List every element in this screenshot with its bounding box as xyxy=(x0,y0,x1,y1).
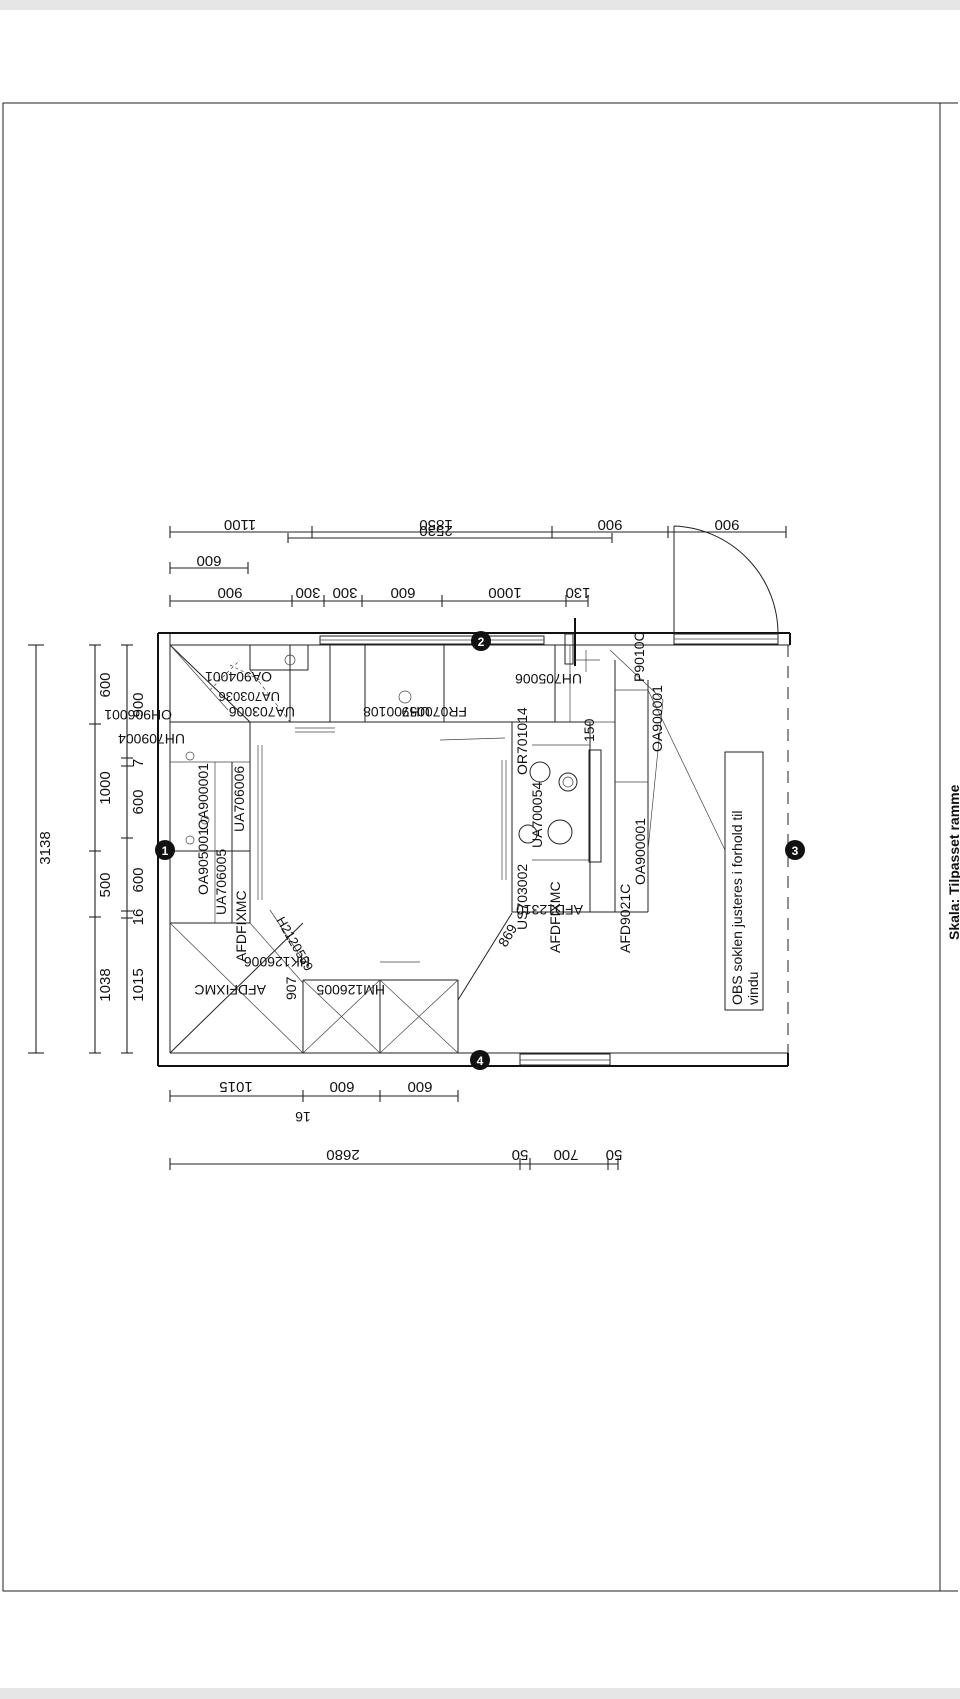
dim-top3-600: 600 xyxy=(390,584,415,601)
left-dimension-row-2: 900 7 600 600 16 1015 xyxy=(121,644,147,1054)
code-uh700108: UH700108 xyxy=(363,704,430,720)
svg-text:3: 3 xyxy=(792,844,799,858)
left-dimension-row-1: 600 1000 500 1038 xyxy=(89,644,114,1054)
code-afd9021c: AFD9021C xyxy=(617,884,633,953)
dim-top-2530: 2530 xyxy=(419,522,452,539)
dim-top-600: 600 xyxy=(196,552,221,569)
bottom-dimension-row-2: 2680 50 700 50 xyxy=(169,1146,623,1170)
code-afdfixmc-b: AFDFIXMC xyxy=(194,982,266,998)
top-dimension-row-3: 900 300 300 600 1000 130 xyxy=(169,584,591,607)
dim-bottom-600-b: 600 xyxy=(407,1078,432,1095)
code-ua706005: UA706005 xyxy=(213,849,229,915)
dim-left-1038: 1038 xyxy=(97,968,114,1001)
dim-left-600: 600 xyxy=(97,672,114,697)
svg-text:1: 1 xyxy=(162,844,169,858)
cabinets-island xyxy=(257,649,726,963)
code-afdfixmc-c: AFDFIXMC xyxy=(547,881,563,953)
dim-left-3138: 3138 xyxy=(37,831,54,864)
note-box: OBS soklen justeres i forhold til vindu xyxy=(724,751,764,1011)
cabinets-bottom-run xyxy=(302,912,513,1054)
dim-top3-1000: 1000 xyxy=(488,584,521,601)
dim-bottom-2680: 2680 xyxy=(326,1146,359,1163)
dim-bottom-50-b: 50 xyxy=(606,1146,623,1163)
dim-top3-300-a: 300 xyxy=(295,584,320,601)
label-150: 150 xyxy=(581,718,597,742)
code-hk126006: HK126006 xyxy=(244,954,310,970)
scale-label: Skala: Tilpasset ramme xyxy=(946,784,960,940)
page-frame xyxy=(2,102,941,1592)
bottom-dimension-row-1: 1015 600 600 16 xyxy=(169,1078,459,1125)
code-ua700054: UA700054 xyxy=(529,782,545,848)
dim-top-1850: 1850 xyxy=(419,516,452,533)
marker-4: 4 xyxy=(470,1050,490,1070)
dim-top3-300-b: 300 xyxy=(332,584,357,601)
code-ua703006: UA703006 xyxy=(229,704,295,720)
top-dimension-row-1: 1100 1850 2530 900 900 xyxy=(169,516,787,543)
left-dimension-total: 3138 xyxy=(28,644,54,1054)
code-uh705006: UH705006 xyxy=(515,671,582,687)
dim-left2-7: 7 xyxy=(130,759,147,767)
dim-left2-16: 16 xyxy=(130,909,147,926)
marker-1: 1 xyxy=(155,840,175,860)
dim-bottom-1015: 1015 xyxy=(219,1078,252,1095)
svg-text:2: 2 xyxy=(478,635,485,649)
dim-top3-130: 130 xyxy=(565,584,590,601)
code-oa900001-b: OA900001 xyxy=(632,818,648,885)
dim-bottom-700: 700 xyxy=(553,1146,578,1163)
marker-3: 3 xyxy=(785,840,805,860)
code-p9010c: P9010C xyxy=(631,631,647,682)
cabinets-left-run xyxy=(169,721,304,1054)
dim-top-1100: 1100 xyxy=(224,516,256,533)
cabinet-codes: OA904001 UA703036 UA703006 UH700108 FR07… xyxy=(104,631,665,1000)
code-or701014: OR701014 xyxy=(514,707,530,775)
code-hm126005: HM126005 xyxy=(316,982,385,998)
code-ua706006: UA706006 xyxy=(231,766,247,832)
code-uh709004: UH709004 xyxy=(118,731,185,747)
bottom-edge-bar xyxy=(0,1688,960,1699)
note-line-1: OBS soklen justeres i forhold til xyxy=(729,810,745,1005)
dim-bottom-16: 16 xyxy=(295,1109,311,1125)
code-oh906001: OH906001 xyxy=(104,707,172,723)
dim-left2-600-b: 600 xyxy=(130,867,147,892)
cabinets-top-run xyxy=(169,644,600,723)
dim-left2-900: 900 xyxy=(130,692,147,717)
dim-left-500: 500 xyxy=(97,872,114,897)
code-oa900001-a: OA900001 xyxy=(195,763,211,830)
dim-top-900-a: 900 xyxy=(597,516,622,533)
code-afd12310: AFD12310 xyxy=(516,902,583,918)
dim-left-1000: 1000 xyxy=(97,771,114,804)
dim-top-900-b: 900 xyxy=(714,516,739,533)
note-line-2: vindu xyxy=(745,972,761,1005)
code-afdfixmc-a: AFDFIXMC xyxy=(233,890,249,962)
dim-left2-600-a: 600 xyxy=(130,789,147,814)
dim-bottom-600-a: 600 xyxy=(329,1078,354,1095)
marker-2: 2 xyxy=(471,631,491,651)
code-ua703036: UA703036 xyxy=(219,689,280,704)
code-oa904001: OA904001 xyxy=(205,669,272,685)
code-907: 907 xyxy=(283,976,299,1000)
dim-left2-1015: 1015 xyxy=(130,968,147,1001)
code-oa905001: OA905001 xyxy=(195,828,211,895)
top-dimension-row-2: 600 xyxy=(169,552,249,574)
svg-text:4: 4 xyxy=(477,1054,484,1068)
top-edge-bar xyxy=(0,0,960,10)
dim-top3-900: 900 xyxy=(217,584,242,601)
code-oa900001-c: OA900001 xyxy=(649,685,665,752)
dim-bottom-50-a: 50 xyxy=(512,1146,529,1163)
code-us703002: US703002 xyxy=(514,864,530,930)
code-fr070059: FR070059 xyxy=(401,704,467,720)
